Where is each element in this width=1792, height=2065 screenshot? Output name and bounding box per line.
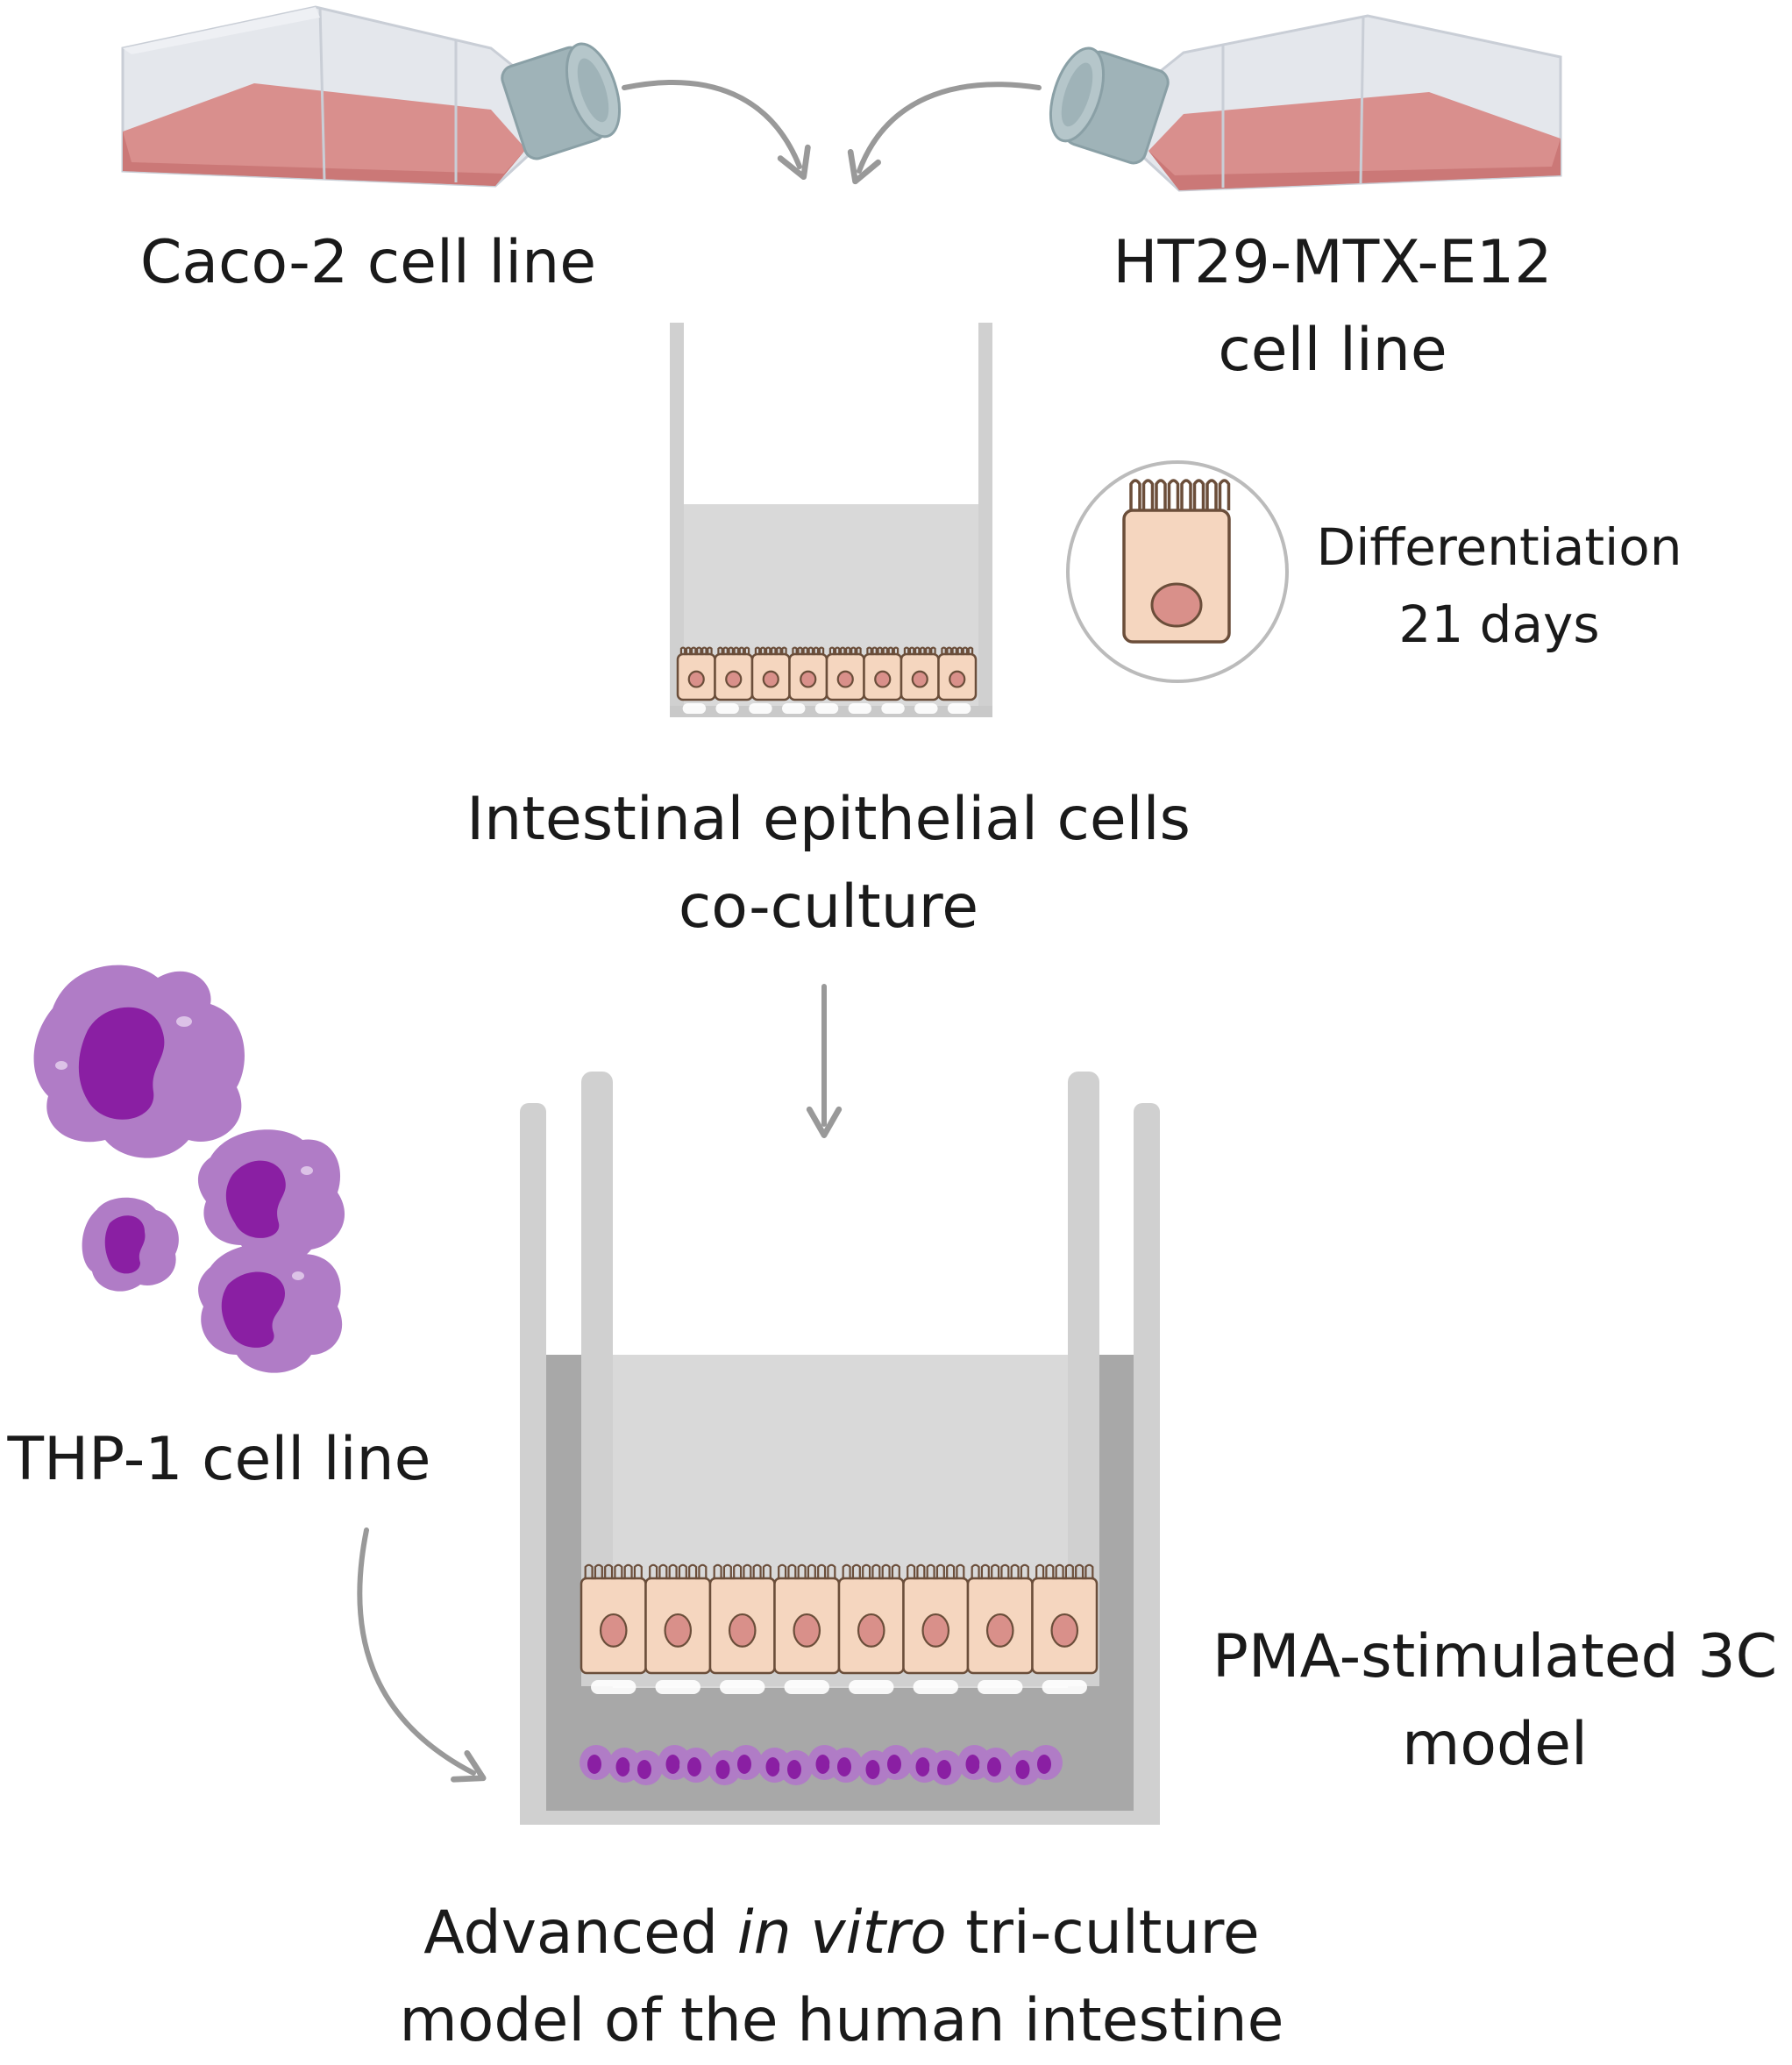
macrophage-icon [580, 1745, 613, 1780]
epithelial-cell-icon [900, 646, 940, 701]
ht29-label: HT29-MTX-E12 cell line [1113, 228, 1553, 385]
macrophage-icon [679, 1748, 713, 1783]
transwell-large-icon [520, 1072, 1160, 1825]
epithelial-cell-icon [750, 646, 791, 701]
differentiation-label: Differentiation 21 days [1316, 517, 1682, 654]
epithelial-cell-icon [937, 646, 978, 701]
macrophage-icon [829, 1748, 863, 1783]
in-vitro-text: in vitro [736, 1898, 947, 1968]
epithelial-cell-icon [1031, 1563, 1099, 1675]
macrophage-icon [1029, 1745, 1063, 1780]
epithelial-cell-icon [714, 646, 754, 701]
pma-model-label: PMA-stimulated 3C model [1212, 1622, 1778, 1779]
epithelial-cell-icon [902, 1563, 970, 1675]
coculture-label: Intestinal epithelial cells co-culture [466, 785, 1191, 942]
macrophage-icon [879, 1745, 913, 1780]
macrophage-icon [629, 1750, 663, 1785]
macrophage-icon [929, 1750, 963, 1785]
epithelial-cell-icon [773, 1563, 841, 1675]
epithelial-cell-icon [644, 1563, 712, 1675]
flask-left-icon [121, 5, 622, 188]
flask-right-icon [1049, 14, 1562, 192]
caco2-label: Caco-2 cell line [139, 228, 597, 297]
macrophage-icon [979, 1748, 1013, 1783]
epithelial-cell-icon [788, 646, 828, 701]
epithelial-cell-icon [580, 1563, 647, 1675]
epithelial-cell-icon [825, 646, 865, 701]
epithelial-cell-icon [837, 1563, 905, 1675]
macrophage-icon [729, 1745, 763, 1780]
epithelial-cell-icon [708, 1563, 776, 1675]
macrophage-cluster-icon [33, 965, 345, 1373]
tri-culture-model-label: Advanced in vitro tri-culture model of t… [399, 1898, 1284, 2055]
thp1-label: THP-1 cell line [7, 1425, 431, 1494]
epithelial-cell-icon [966, 1563, 1034, 1675]
epithelial-cell-icon [863, 646, 903, 701]
differentiated-cell-icon [1066, 460, 1289, 683]
transwell-small-icon [670, 323, 992, 717]
macrophage-icon [779, 1750, 813, 1785]
epithelial-cell-icon [676, 646, 716, 701]
